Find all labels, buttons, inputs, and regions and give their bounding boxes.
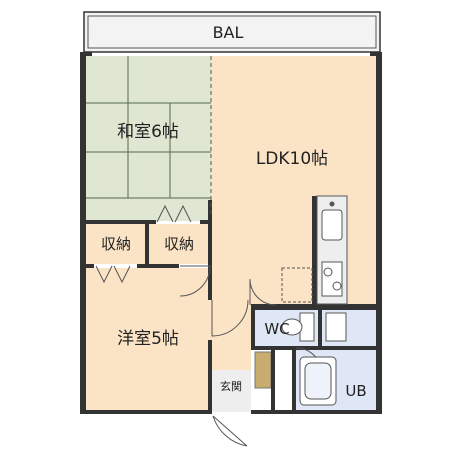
faucet-icon [329,201,335,207]
wall-storage-right [208,200,212,268]
wall-wc-left [251,304,255,348]
wall-storage-bottom-mid [137,264,179,268]
storage-right-label: 収納 [164,235,194,253]
wall-bath-left [292,346,296,414]
kitchen [316,195,348,305]
wall-storage-bottom-left [86,264,94,268]
burner-icon [332,281,342,291]
storage-right-floor [149,224,208,264]
washbasin [325,312,347,342]
washitsu-floor [86,56,211,221]
washitsu-label: 和室6帖 [117,122,179,142]
balcony-area [83,11,381,53]
wall-wash-bath [251,346,378,350]
storage-left-label: 収納 [101,235,131,253]
wall-kitchen-back [312,196,317,304]
wall-washitsu-bottom-right [200,220,212,224]
entrance-floor [211,370,251,412]
youshitsu-floor [86,268,211,412]
walls [80,52,382,414]
wall-outer-right [376,52,382,414]
wall-wc-right [318,304,322,348]
wall-outer-top-left [80,52,92,56]
kitchen-sink [321,209,343,241]
ldk-label: LDK10帖 [256,149,328,169]
wall-outer-bottom-left [80,410,211,414]
balcony [83,11,381,53]
closet-doors [95,204,192,284]
wall-outer-bottom-right [251,410,382,414]
wall-entrance-right [271,346,275,414]
bathtub [299,356,337,406]
fridge-space [281,267,313,303]
wall-youshitsu-right-bottom [208,340,212,414]
wall-wc-top [251,304,378,310]
wall-storage-mid [145,220,149,268]
wall-outer-left [80,52,86,414]
bathtub-inner [304,362,332,400]
storage-left-floor [86,224,145,264]
entrance-label: 玄関 [220,379,242,393]
toilet-label: WC [264,320,289,338]
burner-icon [323,267,333,277]
tatami-lines [86,56,211,199]
youshitsu-label: 洋室5帖 [117,329,179,349]
toilet-fixture [281,312,315,342]
shoebox [254,351,272,389]
wall-outer-top-right [370,52,382,56]
bath-label: UB [345,382,366,400]
wall-youshitsu-right-top [208,268,212,300]
balcony-rail [87,15,377,49]
wall-washitsu-bottom [86,220,156,224]
toilet-bowl [281,318,303,336]
stove [321,261,343,297]
balcony-label: BAL [213,23,244,42]
ldk-floor [211,56,376,306]
